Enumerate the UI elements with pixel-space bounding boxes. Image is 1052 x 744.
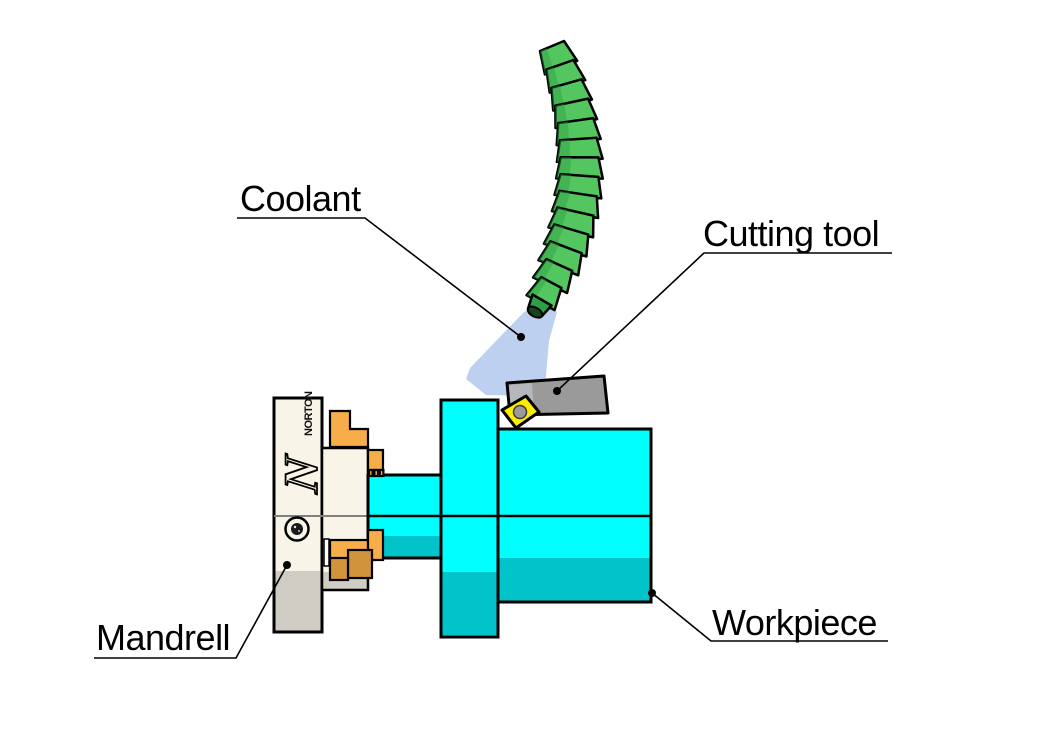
coolant-spray [466, 301, 557, 396]
callout-mandrell: Mandrell [94, 561, 291, 659]
hose-segment [525, 275, 563, 312]
insert-screw-icon [512, 404, 528, 420]
annotations: Coolant Cutting tool Workpiece Mandrell [94, 178, 892, 659]
hose-segment [547, 206, 595, 239]
callout-cutting-tool: Cutting tool [553, 213, 892, 395]
coolant-hose [525, 39, 605, 319]
jaw-slot [323, 538, 330, 567]
hose-segment-shade [538, 241, 560, 265]
mandrell-leader-line [94, 564, 288, 659]
hose-nozzle-opening [526, 305, 544, 319]
chuck-jaw-bottom-step2 [328, 556, 350, 582]
chuck-group: NORTON N [272, 391, 370, 634]
cutting-tool-label: Cutting tool [703, 213, 879, 254]
jaw-serration [378, 468, 385, 478]
workpiece-flange-shade [442, 572, 497, 635]
hose-segment [537, 240, 583, 277]
coolant-leader-line [237, 217, 522, 338]
hose-segment [531, 257, 574, 295]
chuck-jaws [323, 409, 385, 582]
workpiece-label: Workpiece [712, 602, 877, 643]
mandrell-label: Mandrell [96, 617, 230, 658]
jaw-serration [367, 468, 374, 478]
cutting-tool-group [500, 374, 610, 430]
cutting-tool-leader-line [556, 252, 892, 392]
hose-segment [545, 58, 587, 94]
coolant-anchor-dot [517, 333, 525, 341]
mandrell-anchor-dot [283, 561, 291, 569]
callout-coolant: Coolant [237, 178, 525, 341]
cutting-tool-anchor-dot [553, 387, 561, 395]
chuck-screw-icon [284, 516, 310, 542]
hose-segment [555, 136, 604, 164]
hose-segment-shade [533, 259, 554, 282]
chuck-body-lower [274, 571, 322, 632]
hose-segment [542, 223, 590, 258]
jaw-serration [373, 468, 380, 478]
hose-segment [538, 39, 579, 76]
callout-workpiece: Workpiece [648, 589, 888, 643]
workpiece-main-shade [499, 558, 650, 601]
chuck-brand-text: NORTON [303, 391, 315, 436]
workpiece-leader-line [651, 592, 888, 642]
workpiece-group [366, 398, 653, 639]
coolant-label: Coolant [240, 178, 361, 219]
hose-segment [550, 78, 594, 112]
chuck-jaw-bottom-step [346, 548, 374, 580]
chuck-jaw-top [328, 409, 370, 449]
workpiece-anchor-dot [648, 589, 656, 597]
workpiece-shaft-shade [369, 536, 440, 557]
chuck-jaw-top-tooth [366, 448, 385, 472]
hose-segment [554, 156, 605, 180]
